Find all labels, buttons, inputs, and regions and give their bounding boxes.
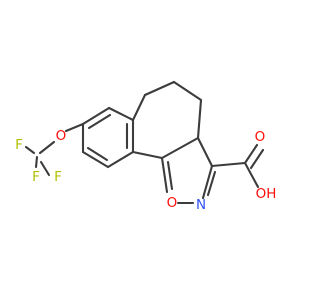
bond-isox-3-inner	[206, 170, 217, 197]
bond-aromatic-1	[81, 106, 111, 126]
bond-F1-C	[24, 145, 36, 155]
bond-ring7-5	[160, 136, 200, 160]
bond-isox-1	[160, 156, 169, 194]
atom-O-ring: O	[167, 195, 178, 211]
bond-acid-CO	[243, 143, 259, 165]
structure-drawing: F F F O O N O OH	[15, 80, 276, 213]
bond-C-Oether	[38, 140, 56, 155]
bond-ring7-6	[131, 150, 164, 160]
atom-O-ether: O	[56, 128, 67, 144]
bond-aromatic-4	[106, 150, 135, 169]
atom-F3: F	[54, 169, 62, 185]
atom-OH: OH	[256, 186, 277, 202]
bonds	[24, 80, 265, 205]
bond-ring7-1	[131, 93, 147, 122]
bond-isox-1-inner	[166, 160, 174, 191]
bond-aromatic-5-inner	[86, 146, 109, 162]
bond-F2-C	[34, 155, 39, 169]
bond-aromatic-1-inner	[87, 113, 112, 130]
bond-acid-CO-inner	[249, 148, 265, 170]
atom-O-carbonyl: O	[255, 129, 266, 145]
bond-acid-C	[210, 161, 247, 168]
bond-isox-3	[201, 164, 214, 200]
molecule-canvas: F F F O O N O OH	[15, 80, 277, 213]
bond-acid-COH	[243, 161, 260, 189]
bond-Oether-Car	[64, 122, 85, 133]
bond-F3-C	[39, 160, 51, 177]
bond-aromatic-5	[81, 150, 110, 169]
atom-F2: F	[32, 169, 40, 185]
atom-F1: F	[15, 137, 23, 153]
atom-labels: F F F O O N O OH	[15, 128, 276, 213]
atom-N-ring: N	[196, 197, 206, 213]
bond-ring7-4	[196, 98, 203, 140]
bond-ring7-3	[172, 80, 203, 102]
bond-aromatic-2	[107, 106, 135, 122]
bond-isox-4	[196, 136, 214, 168]
bond-ring7-2	[143, 80, 176, 97]
